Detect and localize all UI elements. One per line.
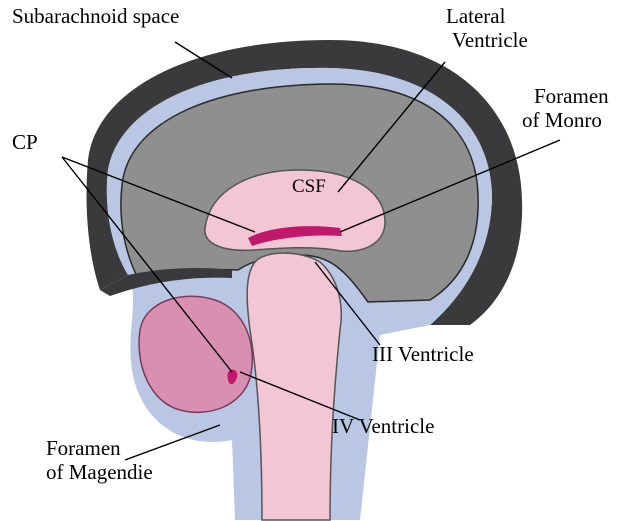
lateral-ventricle-line2: Ventricle: [442, 28, 528, 52]
brainstem: [247, 253, 341, 520]
label-foramen-of-monro: Foramen of Monro: [522, 84, 609, 132]
label-foramen-of-magendie: Foramen of Magendie: [46, 436, 153, 484]
cerebellum: [139, 296, 252, 412]
label-csf: CSF: [292, 176, 326, 198]
label-subarachnoid-space: Subarachnoid space: [12, 4, 179, 28]
label-lateral-ventricle: Lateral Ventricle: [442, 4, 528, 52]
label-third-ventricle: III Ventricle: [372, 342, 474, 366]
label-cp: CP: [12, 130, 38, 154]
magendie-line2: of Magendie: [46, 460, 153, 484]
lateral-ventricle-line1: Lateral: [442, 4, 528, 28]
subarachnoid-text: Subarachnoid space: [12, 4, 179, 28]
csf-text: CSF: [292, 176, 326, 197]
monro-line1: Foramen: [522, 84, 609, 108]
fourth-ventricle-text: IV Ventricle: [332, 414, 434, 438]
magendie-line1: Foramen: [46, 436, 153, 460]
cp-text: CP: [12, 130, 38, 154]
monro-line2: of Monro: [522, 108, 609, 132]
label-fourth-ventricle: IV Ventricle: [332, 414, 434, 438]
third-ventricle-text: III Ventricle: [372, 342, 474, 366]
